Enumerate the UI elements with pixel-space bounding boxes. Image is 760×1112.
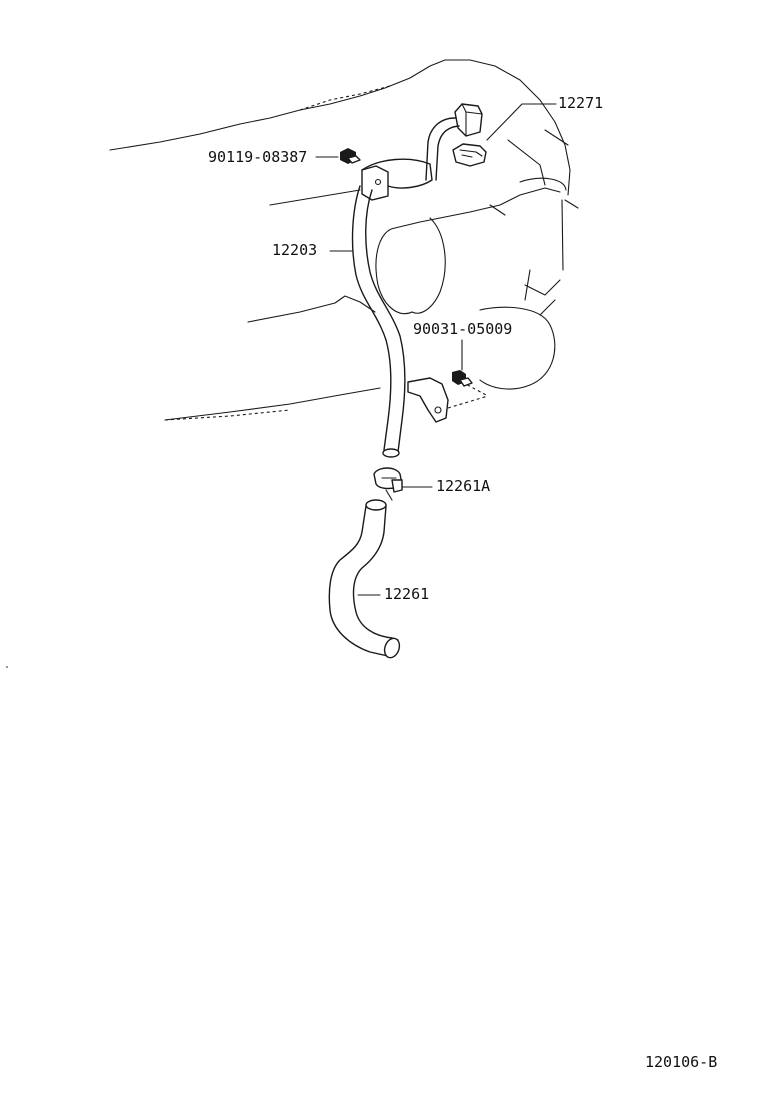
- label-12271: 12271: [558, 94, 604, 112]
- leader-lines: [315, 103, 557, 596]
- stray-dot: [6, 666, 8, 668]
- figure-code: 120106-B: [645, 1053, 718, 1071]
- hose-clamp: [373, 467, 403, 501]
- ventilation-hose: [328, 499, 401, 659]
- label-90031-05009: 90031-05009: [413, 320, 513, 338]
- label-12261A: 12261A: [436, 477, 491, 495]
- label-12203: 12203: [272, 241, 318, 259]
- pipe-bracket-lower: [407, 370, 489, 423]
- label-90119-08387: 90119-08387: [208, 148, 308, 166]
- ventilation-pipe: [351, 185, 406, 458]
- vacuum-switching-valve: [425, 103, 487, 181]
- label-12261: 12261: [384, 585, 430, 603]
- pipe-bracket-upper: [361, 158, 433, 201]
- engine-block-outline: [109, 59, 579, 421]
- bolt-icon: [340, 148, 361, 164]
